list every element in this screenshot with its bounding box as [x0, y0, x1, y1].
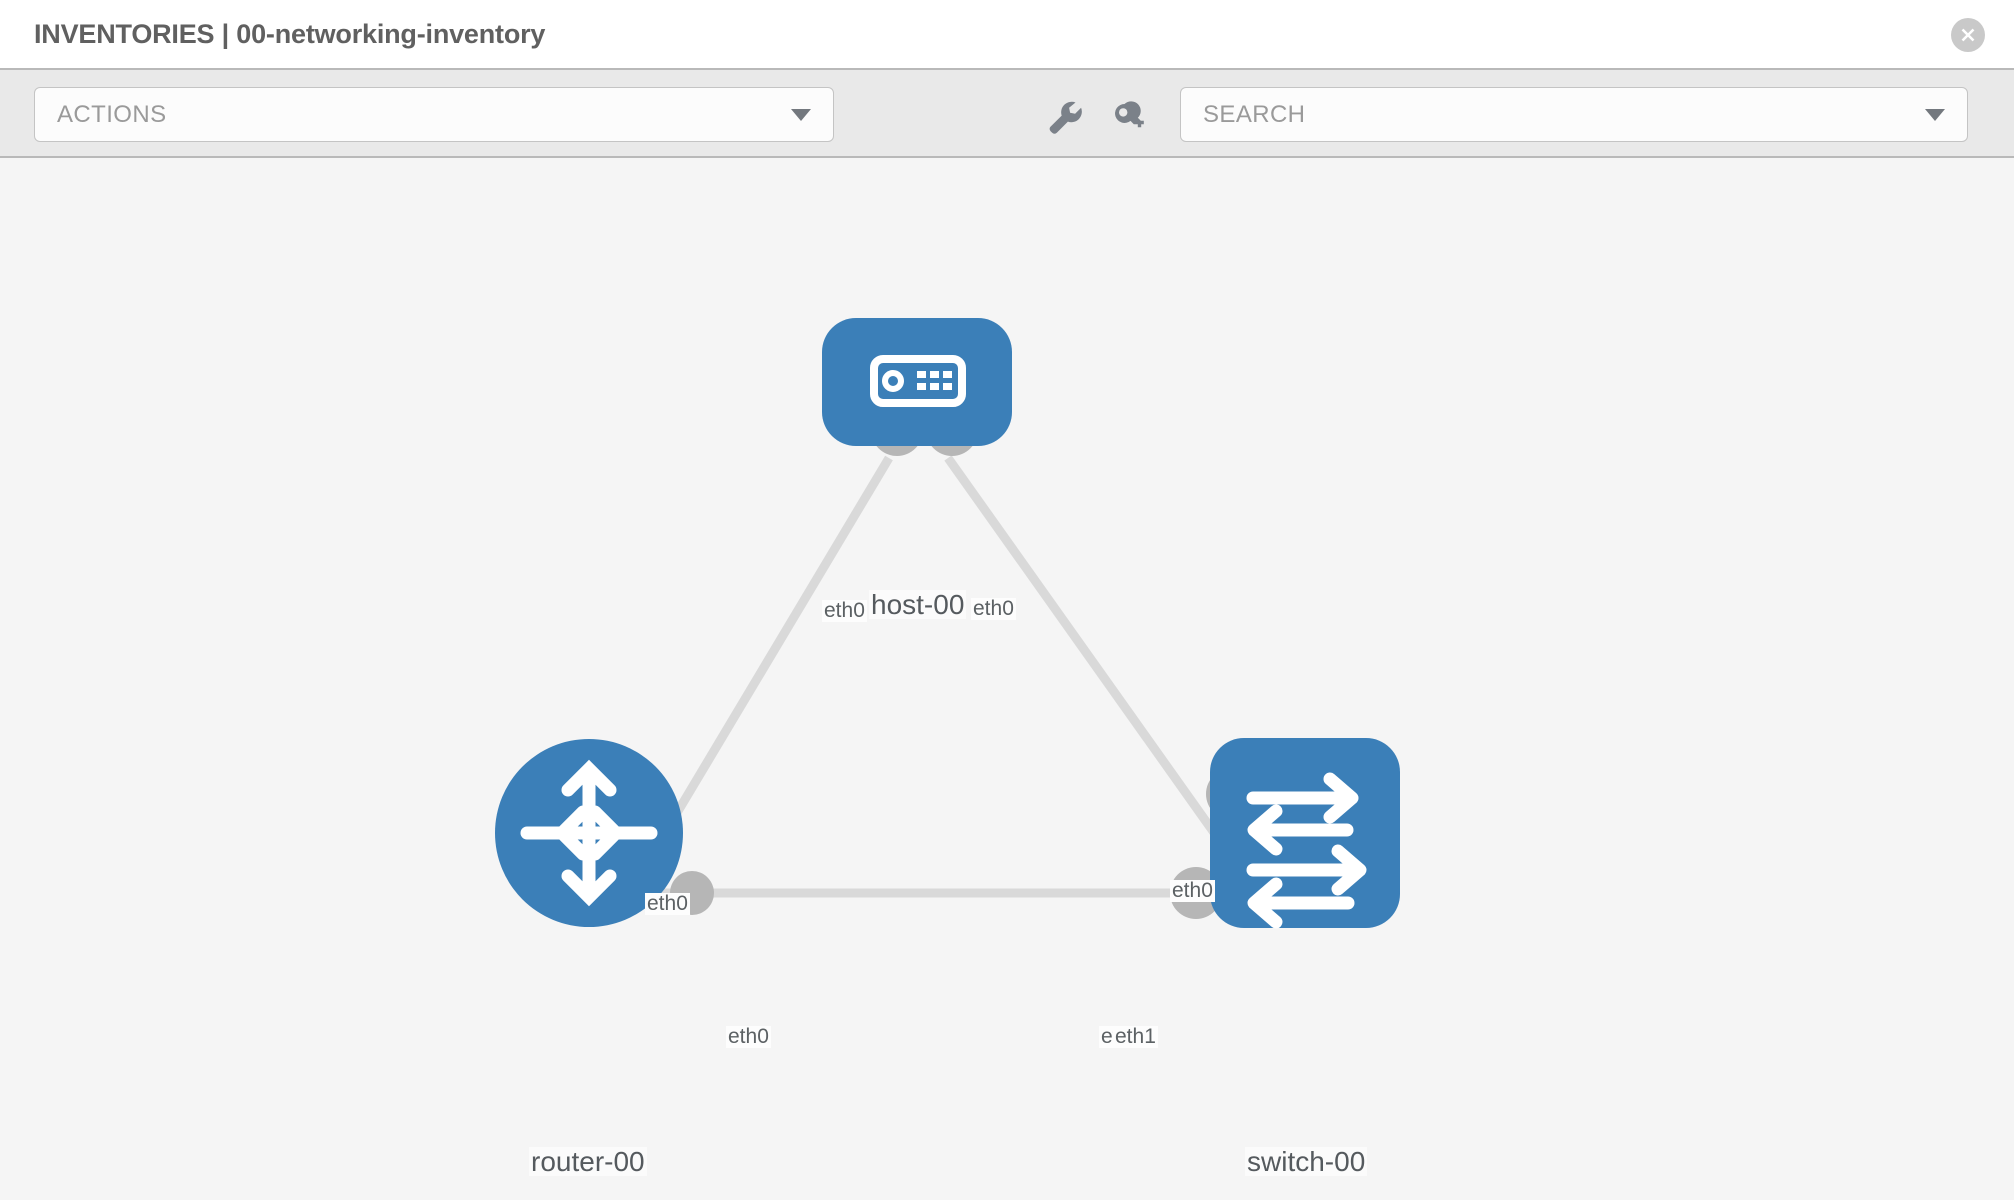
actions-dropdown-label: ACTIONS	[57, 100, 167, 128]
link-host00-router00	[646, 455, 893, 861]
router-arrows-icon	[520, 759, 658, 907]
iface-label: eth0	[1170, 879, 1215, 903]
node-router-00[interactable]	[495, 739, 683, 927]
page-title: INVENTORIES | 00-networking-inventory	[34, 18, 546, 49]
topology-links	[646, 455, 1236, 898]
topology-graph	[495, 318, 1400, 929]
iface-label: eth0	[645, 892, 690, 916]
actions-dropdown[interactable]: ACTIONS	[34, 87, 834, 142]
wrench-icon[interactable]	[1046, 98, 1086, 136]
key-icon[interactable]	[1110, 98, 1150, 136]
topology-canvas[interactable]: eth0 eth0 eth0 eth0 eth0 eth eth1 host-0…	[0, 158, 2014, 1200]
iface-label: eth1	[1113, 1025, 1158, 1049]
search-input[interactable]: SEARCH	[1180, 87, 1968, 142]
page-header: INVENTORIES | 00-networking-inventory	[0, 0, 2014, 68]
iface-label: eth0	[726, 1025, 771, 1049]
close-icon[interactable]	[1951, 18, 1985, 52]
chevron-down-icon[interactable]	[1925, 108, 1945, 121]
toolbar: ACTIONS SEARCH	[0, 68, 2014, 158]
iface-label: eth0	[971, 597, 1016, 621]
server-icon	[870, 355, 966, 407]
search-placeholder: SEARCH	[1203, 100, 1306, 128]
iface-label: eth0	[822, 599, 867, 623]
node-label-router-00: router-00	[529, 1146, 647, 1177]
switch-arrows-icon	[1246, 772, 1367, 929]
link-host00-switch00	[944, 455, 1236, 861]
node-switch-00[interactable]	[1210, 738, 1400, 929]
node-label-switch-00: switch-00	[1245, 1146, 1368, 1177]
chevron-down-icon	[791, 108, 811, 121]
node-host-00[interactable]	[822, 318, 1012, 446]
node-label-host-00: host-00	[869, 589, 967, 620]
